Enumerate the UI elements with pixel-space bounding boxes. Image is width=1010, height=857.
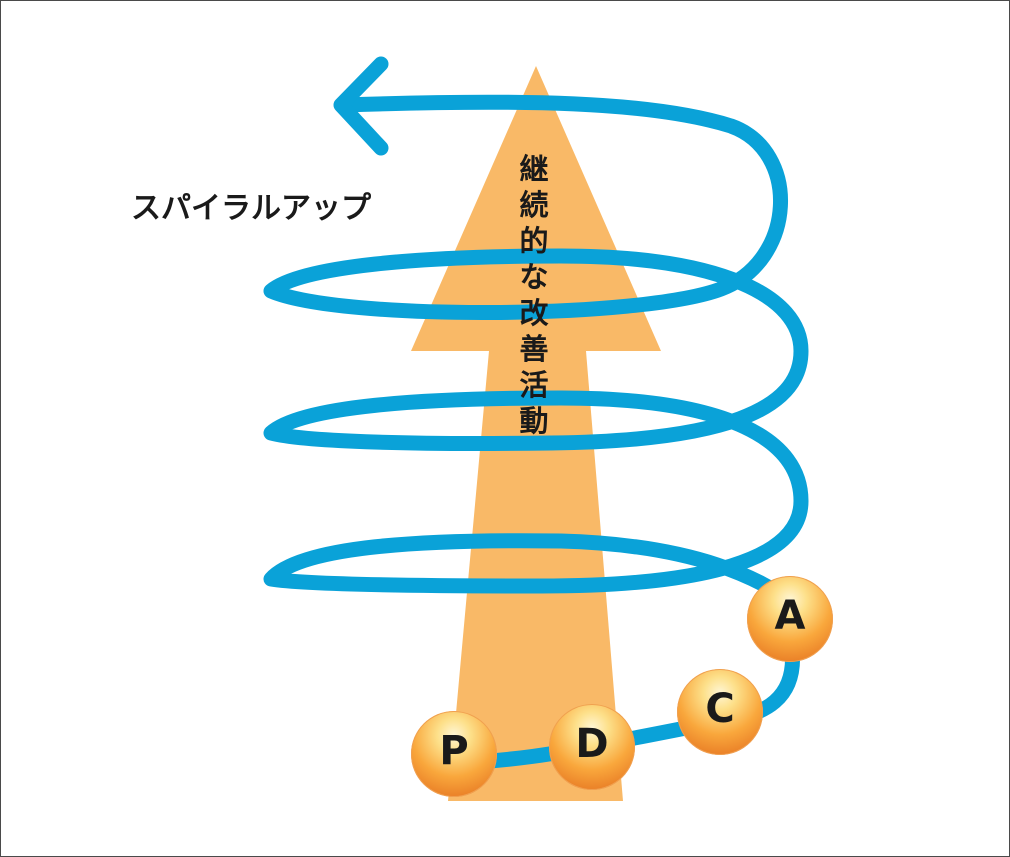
phase-d-label: D bbox=[575, 721, 609, 767]
phase-d-circle: D bbox=[549, 704, 635, 790]
spiral-band bbox=[263, 94, 809, 609]
phase-a-circle: A bbox=[747, 576, 833, 662]
continuous-improvement-label: 継続的な改善活動 bbox=[519, 152, 549, 438]
phase-c-circle: C bbox=[677, 669, 763, 755]
pdca-connector bbox=[448, 633, 800, 771]
phase-a-label: A bbox=[774, 593, 806, 639]
phase-p-label: P bbox=[439, 728, 469, 774]
phase-c-label: C bbox=[705, 686, 735, 732]
spiral-up-label: スパイラルアップ bbox=[131, 191, 371, 226]
spiral-arrowhead bbox=[333, 56, 389, 156]
phase-p-circle: P bbox=[411, 711, 497, 797]
